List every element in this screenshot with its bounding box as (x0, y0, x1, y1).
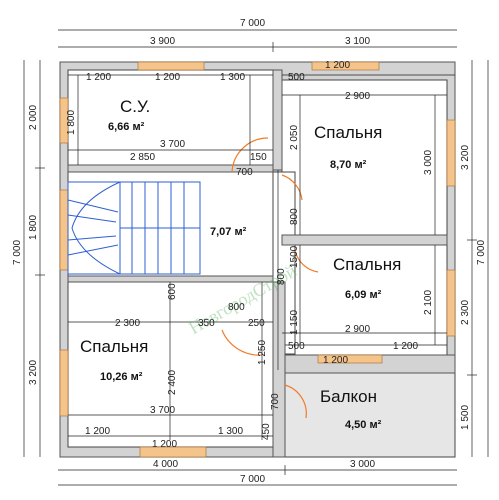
window-left-bed3 (59, 349, 69, 417)
dim-win-top-1: 1 200 (86, 72, 111, 83)
bedroom1-floor (281, 79, 448, 236)
bedroom3-area: 10,26 м² (100, 371, 143, 383)
dim-right-c: 1 500 (460, 405, 471, 430)
window-top-bed1 (311, 61, 380, 71)
bedroom3-floor (67, 281, 274, 448)
dim-bed2-height: 2 100 (423, 290, 434, 315)
door-su (231, 137, 269, 173)
dim-bed2-800: 800 (276, 268, 287, 285)
door-bed3 (221, 329, 263, 356)
dim-bottom-left: 4 000 (153, 459, 178, 470)
door-bed1 (281, 174, 303, 201)
dim-win-top-4: 500 (288, 72, 305, 83)
dim-su-150: 150 (250, 152, 267, 163)
dim-bed3-450: 450 (261, 423, 272, 440)
dim-hall-350: 350 (198, 318, 215, 329)
bedroom2-name: Спальня (333, 255, 401, 274)
wall-bed3-balc (272, 281, 286, 458)
wall-center-v (272, 69, 283, 171)
wall-hall-bed3 (67, 275, 274, 283)
dim-left-total: 7 000 (12, 240, 23, 265)
dim-left-c: 3 200 (28, 360, 39, 385)
su-room-area: 6,66 м² (108, 121, 145, 133)
dim-balc-1200a: 1 200 (323, 355, 348, 366)
dim-hall-800: 800 (228, 302, 245, 313)
dim-bed3-width: 2 300 (115, 318, 140, 329)
balcony-area: 4,50 м² (345, 419, 382, 431)
dim-su-door: 700 (236, 167, 253, 178)
window-left-hall (59, 189, 69, 271)
dim-bed2-width: 2 900 (345, 324, 370, 335)
dim-win-top-2: 1 200 (155, 72, 180, 83)
dim-bed1-height: 3 000 (423, 150, 434, 175)
dim-bed3-win3: 1 300 (218, 426, 243, 437)
dim-bed1-2050: 2 050 (289, 125, 300, 150)
su-room-floor (67, 69, 274, 166)
hall-area: 7,07 м² (210, 226, 247, 238)
dim-su-inner: 2 850 (130, 152, 155, 163)
dim-bottom-right: 3 000 (350, 459, 375, 470)
dim-hall-1250: 1 250 (257, 340, 268, 365)
dim-right-b: 2 300 (460, 300, 471, 325)
dim-top-left: 3 900 (150, 36, 175, 47)
dim-left-a: 2 000 (28, 105, 39, 130)
balcony-name: Балкон (320, 387, 377, 406)
dim-balc-1200b: 1 200 (393, 341, 418, 352)
dim-bed3-width-b: 3 700 (150, 405, 175, 416)
dim-su-width: 3 700 (160, 139, 185, 150)
bedroom1-area: 8,70 м² (330, 159, 367, 171)
dim-bed2-1500: 1500 (289, 245, 300, 268)
dim-left-b: 1 800 (28, 215, 39, 240)
dim-bed3-win1: 1 200 (85, 426, 110, 437)
bedroom2-area: 6,09 м² (345, 289, 382, 301)
dim-balc-500: 500 (288, 341, 305, 352)
window-top-su (137, 61, 205, 71)
dim-hall-250: 250 (248, 318, 265, 329)
dim-bed1-width: 2 900 (345, 91, 370, 102)
wall-right-corr (281, 234, 448, 246)
window-right-bed1 (446, 119, 456, 187)
dim-right-a: 3 200 (460, 145, 471, 170)
dim-bed1-800: 800 (289, 208, 300, 225)
balcony-floor (284, 372, 456, 458)
dim-bed3-600: 600 (167, 283, 178, 300)
dim-bottom-total: 7 000 (240, 474, 265, 485)
dim-bed3-height: 2 400 (167, 370, 178, 395)
dim-right-total: 7 000 (476, 240, 487, 265)
dim-top-right: 3 100 (345, 36, 370, 47)
su-room-name: С.У. (120, 97, 150, 116)
window-balc (317, 354, 383, 364)
window-left-su (59, 97, 69, 144)
dim-win-top-5: 1 200 (325, 60, 350, 71)
dim-bed2-1150: 1 150 (289, 310, 300, 335)
bedroom3-name: Спальня (80, 337, 148, 356)
dim-win-top-3: 1 300 (220, 72, 245, 83)
dim-bed3-700: 700 (270, 393, 281, 410)
dim-top-total: 7 000 (240, 18, 265, 29)
window-right-bed2 (446, 269, 456, 337)
window-bottom-bed3 (139, 446, 207, 458)
bedroom2-floor (294, 244, 448, 356)
dim-bed3-win2: 1 200 (152, 439, 177, 450)
dim-su-height: 1 800 (66, 110, 77, 135)
door-bed2 (294, 249, 319, 273)
door-balc (284, 384, 307, 419)
bedroom1-name: Спальня (314, 123, 382, 142)
